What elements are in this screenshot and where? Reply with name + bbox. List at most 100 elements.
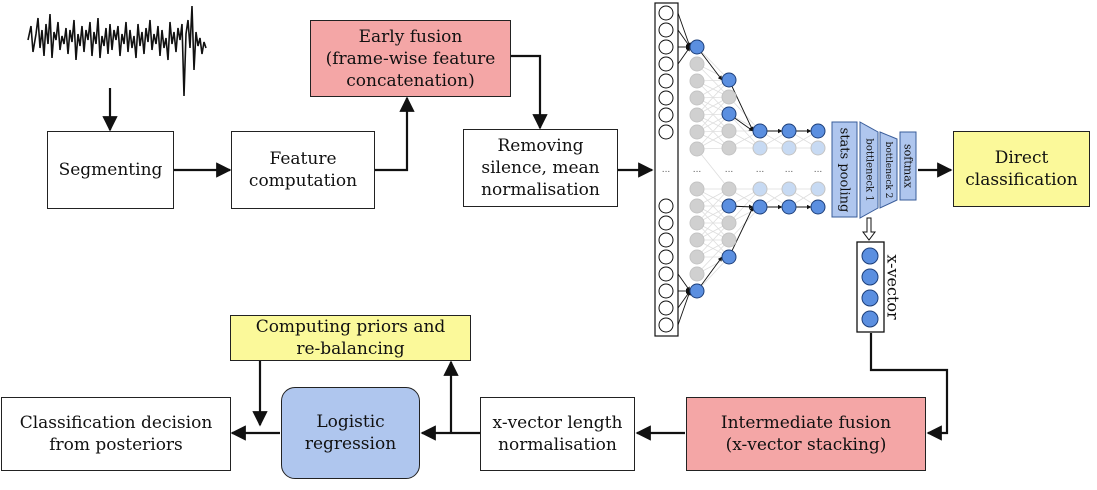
hidden-node-inactive xyxy=(721,232,737,248)
hidden-node-active xyxy=(721,72,737,88)
box-text-line: Early fusion xyxy=(358,26,463,47)
hidden-node-inactive xyxy=(781,140,797,156)
xvector-node xyxy=(861,247,879,265)
box-text-line: Removing xyxy=(497,136,584,156)
hidden-node-active xyxy=(721,198,737,214)
hidden-node-inactive xyxy=(721,123,737,139)
hidden-node-inactive xyxy=(721,140,737,156)
hidden-node-active xyxy=(721,106,737,122)
network-connection xyxy=(696,239,730,275)
hidden-node-inactive xyxy=(752,140,768,156)
box-text-line: (x-vector stacking) xyxy=(725,435,887,455)
input-node xyxy=(658,56,674,72)
network-connection xyxy=(696,256,730,292)
hidden-node-inactive xyxy=(810,181,826,197)
input-node xyxy=(658,232,674,248)
hidden-node-active xyxy=(781,199,797,215)
hidden-node-active xyxy=(752,123,768,139)
network-arrow xyxy=(677,29,691,48)
network-connection xyxy=(728,206,761,241)
hidden-node-active xyxy=(752,199,768,215)
network-ellipsis: ... xyxy=(814,165,823,175)
box-text-line: normalisation xyxy=(481,180,600,200)
box-text-line: computation xyxy=(248,171,358,191)
network-arrow xyxy=(677,290,691,326)
network-ellipsis: ... xyxy=(756,165,765,175)
network-arrow xyxy=(728,206,754,258)
hidden-node-active xyxy=(689,39,705,55)
network-arrow xyxy=(728,79,754,132)
network-connection xyxy=(696,222,730,258)
network-connection xyxy=(696,188,730,224)
hidden-node-inactive xyxy=(689,73,705,89)
input-node xyxy=(658,317,674,333)
stats-pooling-label: stats pooling xyxy=(836,127,852,213)
xvector-network: .................. xyxy=(654,2,826,337)
network-connection xyxy=(696,96,730,133)
input-node xyxy=(658,107,674,123)
network-arrow xyxy=(677,46,691,65)
network-connection xyxy=(728,96,761,132)
hidden-node-inactive xyxy=(689,124,705,140)
box-text-line: (frame-wise feature xyxy=(325,48,496,69)
hidden-node-inactive xyxy=(689,56,705,72)
hidden-node-active xyxy=(689,283,705,299)
network-arrow xyxy=(677,273,691,292)
box-text-line: from posteriors xyxy=(49,435,183,455)
input-node xyxy=(658,249,674,265)
xvector-node xyxy=(861,289,879,307)
hidden-node-inactive xyxy=(689,181,705,197)
box-text-line: regression xyxy=(304,434,397,454)
hidden-node-inactive xyxy=(689,249,705,265)
box-text-line: Direct xyxy=(994,148,1049,168)
box-text-line: re-balancing xyxy=(296,339,405,359)
input-node xyxy=(658,124,674,140)
hidden-node-inactive xyxy=(721,89,737,105)
network-connection xyxy=(696,46,730,81)
hidden-node-inactive xyxy=(721,181,737,197)
hidden-node-inactive xyxy=(689,232,705,248)
box-text-line: Logistic xyxy=(316,412,385,432)
arrow-bottleneck-to-xvector xyxy=(862,217,876,241)
arrow-early-to-removing xyxy=(511,54,548,130)
hidden-node-inactive xyxy=(689,215,705,231)
hidden-node-inactive xyxy=(689,107,705,123)
box-text-line: normalisation xyxy=(498,435,617,455)
intermediate-fusion-box: Intermediate fusion(x-vector stacking) xyxy=(686,397,926,471)
input-node xyxy=(658,266,674,282)
hidden-node-active xyxy=(810,199,826,215)
hidden-node-inactive xyxy=(689,90,705,106)
hidden-node-inactive xyxy=(781,181,797,197)
hidden-node-inactive xyxy=(689,141,705,157)
box-text-line: classification xyxy=(965,170,1078,190)
input-node xyxy=(658,215,674,231)
network-connection xyxy=(696,205,730,241)
network-ellipsis: ... xyxy=(662,165,671,175)
xvector-node xyxy=(861,268,879,286)
input-node xyxy=(658,198,674,214)
bottleneck-2-label: bottleneck 2 xyxy=(883,141,893,199)
network-arrow xyxy=(677,290,691,309)
box-text-line: x-vector length xyxy=(492,413,623,433)
network-ellipsis: ... xyxy=(785,165,794,175)
box-text-line: Intermediate fusion xyxy=(720,413,892,433)
box-text-line: concatenation) xyxy=(346,70,475,91)
arrow-feature-to-early xyxy=(375,96,415,172)
hidden-node-inactive xyxy=(810,140,826,156)
network-arrow xyxy=(677,12,691,48)
network-connection xyxy=(728,188,761,224)
network-connection xyxy=(696,79,730,116)
box-text-line: Classification decision xyxy=(19,413,213,433)
xvector-label: x-vector xyxy=(883,254,903,320)
input-node xyxy=(658,300,674,316)
network-connection xyxy=(696,148,730,190)
box-text-line: Feature xyxy=(269,149,337,169)
softmax-label: softmax xyxy=(901,144,915,188)
